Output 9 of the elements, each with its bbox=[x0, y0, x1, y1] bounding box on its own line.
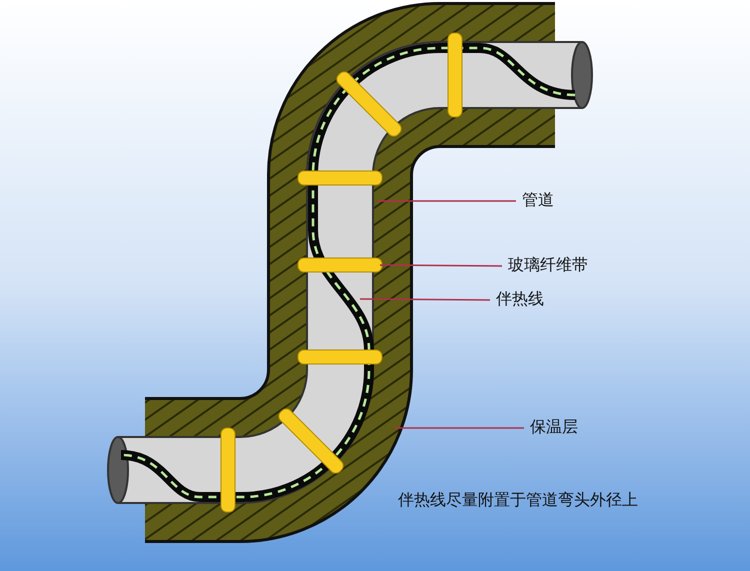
part-label: 管道 bbox=[522, 190, 554, 212]
leader-line bbox=[380, 264, 502, 267]
part-label: 伴热线 bbox=[496, 289, 544, 311]
caption-note: 伴热线尽量附置于管道弯头外径上 bbox=[398, 490, 638, 511]
leader-line bbox=[360, 298, 490, 301]
leader-line bbox=[395, 427, 524, 429]
part-label: 玻璃纤维带 bbox=[508, 255, 588, 277]
part-label: 保温层 bbox=[530, 417, 578, 439]
leader-line bbox=[378, 200, 516, 202]
